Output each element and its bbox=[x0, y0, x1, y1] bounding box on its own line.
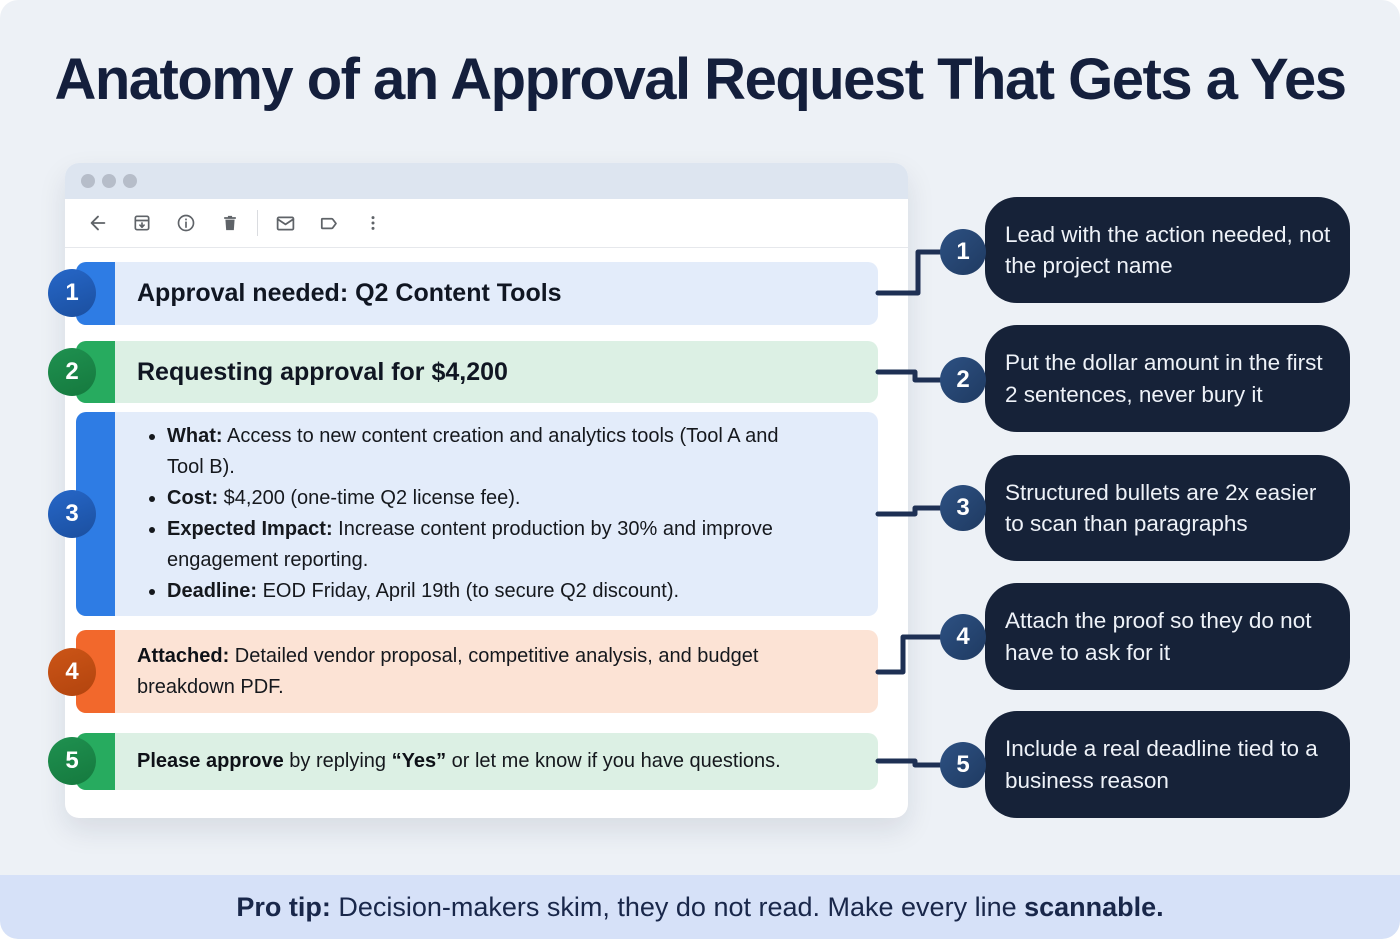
email-toolbar bbox=[65, 199, 908, 248]
window-titlebar bbox=[65, 163, 908, 199]
callout-1-text: Lead with the action needed, not the pro… bbox=[1005, 221, 1331, 278]
window-dot bbox=[123, 174, 137, 188]
page-title: Anatomy of an Approval Request That Gets… bbox=[54, 47, 1347, 112]
bullet-cost: Cost: $4,200 (one-time Q2 license fee). bbox=[167, 483, 807, 514]
bullet-what: What: Access to new content creation and… bbox=[167, 421, 807, 483]
trash-icon[interactable] bbox=[219, 212, 241, 234]
email-row-attachment: Attached: Detailed vendor proposal, comp… bbox=[76, 630, 878, 713]
callout-2: Put the dollar amount in the first 2 sen… bbox=[985, 325, 1350, 432]
step-badge-1: 1 bbox=[48, 269, 96, 317]
mail-icon[interactable] bbox=[274, 212, 296, 234]
callout-3-text: Structured bullets are 2x easier to scan… bbox=[1005, 479, 1317, 536]
window-dot bbox=[102, 174, 116, 188]
callout-4-text: Attach the proof so they do not have to … bbox=[1005, 608, 1312, 665]
info-icon[interactable] bbox=[175, 212, 197, 234]
email-row-cta: Please approve by replying “Yes” or let … bbox=[76, 733, 878, 790]
step-badge-4: 4 bbox=[48, 648, 96, 696]
callout-1: Lead with the action needed, not the pro… bbox=[985, 197, 1350, 303]
pro-tip-text: Pro tip: Decision-makers skim, they do n… bbox=[236, 891, 1164, 922]
callout-2-text: Put the dollar amount in the first 2 sen… bbox=[1005, 350, 1323, 407]
email-row-bullets: What: Access to new content creation and… bbox=[76, 412, 878, 616]
email-attachment-text: Attached: Detailed vendor proposal, comp… bbox=[137, 644, 759, 698]
callout-badge-1: 1 bbox=[940, 229, 986, 275]
label-icon[interactable] bbox=[318, 212, 340, 234]
email-amount-text: Requesting approval for $4,200 bbox=[137, 357, 508, 386]
toolbar-divider bbox=[257, 210, 258, 236]
window-dot bbox=[81, 174, 95, 188]
callout-badge-3: 3 bbox=[940, 485, 986, 531]
callout-4: Attach the proof so they do not have to … bbox=[985, 583, 1350, 690]
email-cta-text: Please approve by replying “Yes” or let … bbox=[137, 750, 781, 772]
callout-badge-5: 5 bbox=[940, 742, 986, 788]
step-badge-2: 2 bbox=[48, 348, 96, 396]
archive-icon[interactable] bbox=[131, 212, 153, 234]
email-bullet-list: What: Access to new content creation and… bbox=[137, 421, 807, 607]
back-arrow-icon[interactable] bbox=[87, 212, 109, 234]
callout-5: Include a real deadline tied to a busine… bbox=[985, 711, 1350, 818]
bullet-impact: Expected Impact: Increase content produc… bbox=[167, 514, 807, 576]
step-badge-5: 5 bbox=[48, 737, 96, 785]
callout-badge-2: 2 bbox=[940, 357, 986, 403]
callout-3: Structured bullets are 2x easier to scan… bbox=[985, 455, 1350, 561]
more-vertical-icon[interactable] bbox=[362, 212, 384, 234]
bullet-deadline: Deadline: EOD Friday, April 19th (to sec… bbox=[167, 576, 807, 607]
email-row-amount: Requesting approval for $4,200 bbox=[76, 341, 878, 403]
callout-badge-4: 4 bbox=[940, 614, 986, 660]
email-row-subject: Approval needed: Q2 Content Tools bbox=[76, 262, 878, 325]
step-badge-3: 3 bbox=[48, 490, 96, 538]
callout-5-text: Include a real deadline tied to a busine… bbox=[1005, 736, 1318, 793]
email-subject-text: Approval needed: Q2 Content Tools bbox=[137, 279, 562, 307]
pro-tip-bar: Pro tip: Decision-makers skim, they do n… bbox=[0, 875, 1400, 939]
